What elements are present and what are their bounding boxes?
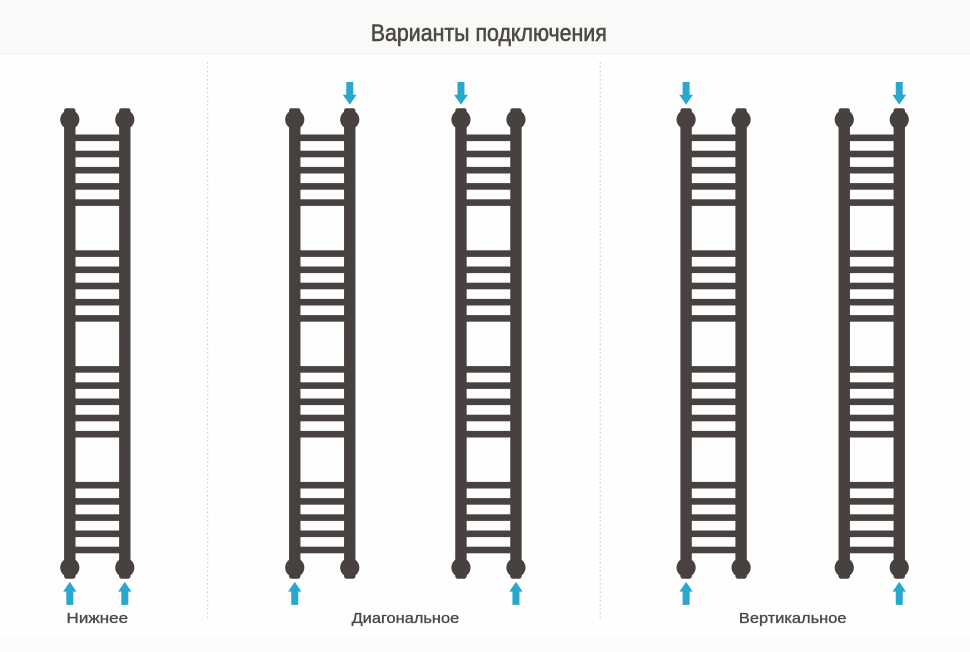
svg-text:Вертикальное: Вертикальное <box>739 610 847 627</box>
svg-text:Диагональное: Диагональное <box>352 610 460 627</box>
svg-text:Нижнее: Нижнее <box>67 610 129 627</box>
svg-text:Варианты подключения: Варианты подключения <box>371 20 607 47</box>
